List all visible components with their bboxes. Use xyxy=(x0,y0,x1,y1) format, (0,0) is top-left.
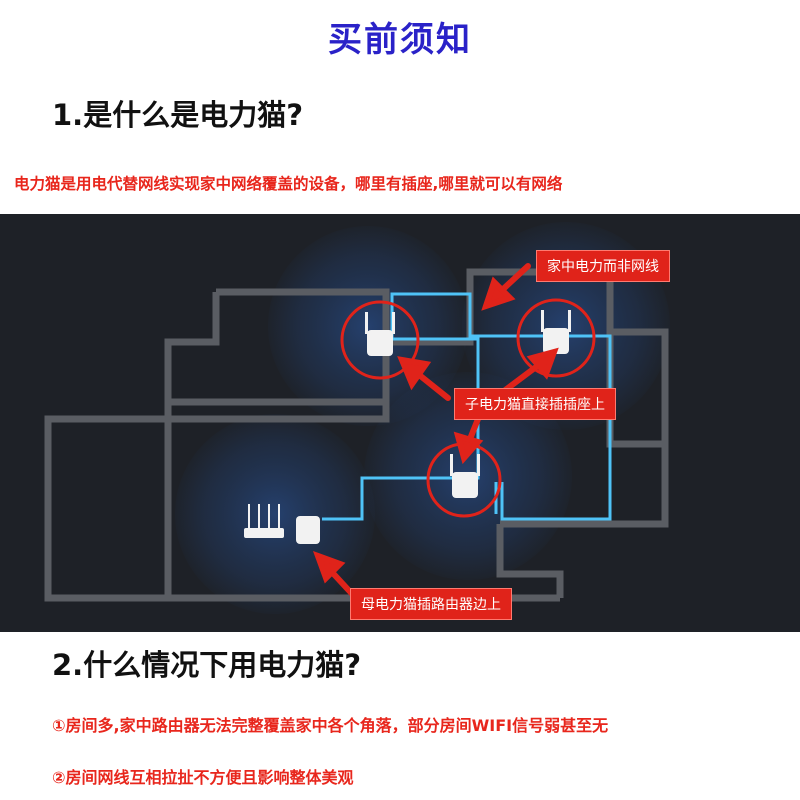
powerline-path xyxy=(322,292,612,521)
router-device xyxy=(244,504,284,538)
highlight-ring xyxy=(340,300,420,380)
child-powerline-unit xyxy=(365,312,395,356)
mother-powerline-unit xyxy=(296,516,320,544)
section1-heading: 1.是什么是电力猫? xyxy=(52,98,304,132)
reason-item-1: ①房间多,家中路由器无法完整覆盖家中各个角落，部分房间WIFI信号弱甚至无 xyxy=(52,716,609,735)
callout-mother-unit: 母电力猫插路由器边上 xyxy=(350,588,512,620)
callout-child-unit: 子电力猫直接插插座上 xyxy=(454,388,616,420)
child-powerline-unit xyxy=(541,310,571,354)
floorplan-walls xyxy=(44,268,669,602)
highlight-ring xyxy=(516,298,596,378)
callout-powerline: 家中电力而非网线 xyxy=(536,250,670,282)
page-title: 买前须知 xyxy=(328,20,472,60)
floorplan-graphic xyxy=(44,222,670,614)
child-powerline-unit xyxy=(450,454,480,498)
section2-heading: 2.什么情况下用电力猫? xyxy=(52,648,362,682)
floorplan-diagram: 家中电力而非网线 子电力猫直接插插座上 母电力猫插路由器边上 xyxy=(0,214,800,632)
pointer-arrows xyxy=(312,263,559,599)
section1-description: 电力猫是用电代替网线实现家中网络覆盖的设备，哪里有插座,哪里就可以有网络 xyxy=(14,175,563,193)
reason-item-2: ②房间网线互相拉扯不方便且影响整体美观 xyxy=(52,768,354,787)
